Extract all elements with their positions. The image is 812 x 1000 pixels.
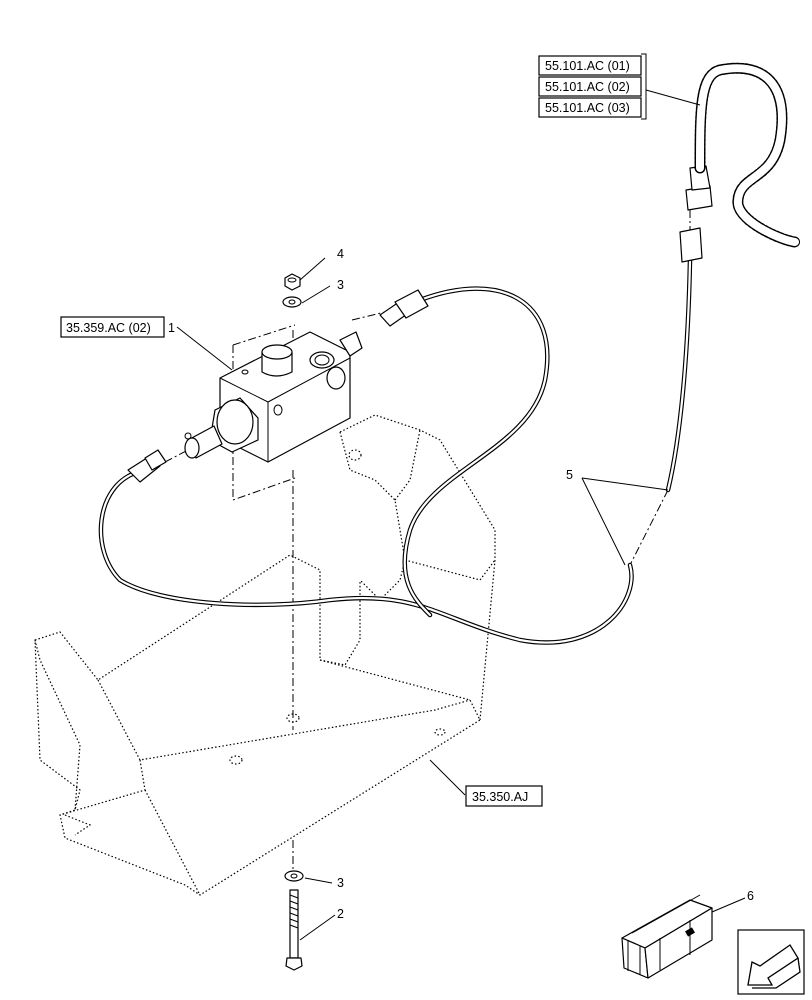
kit-box-icon <box>621 894 713 979</box>
ref-group-55-101[interactable]: 55.101.AC (01) 55.101.AC (02) 55.101.AC … <box>538 53 647 120</box>
washer-bottom <box>284 870 304 882</box>
ref-label-35-359[interactable]: 35.359.AC (02) <box>66 321 151 335</box>
arrow-left-down-icon[interactable] <box>737 929 805 995</box>
callout-5: 5 <box>566 468 573 482</box>
ref-box-55-101-03[interactable] <box>538 97 642 118</box>
ref-label-55-101-03[interactable]: 55.101.AC (03) <box>545 101 630 115</box>
callout-2: 2 <box>337 907 344 921</box>
nut-top <box>284 273 301 291</box>
callout-1: 1 <box>168 321 175 335</box>
ref-box-55-101-01[interactable] <box>538 55 642 76</box>
ref-label-35-350[interactable]: 35.350.AJ <box>472 790 528 804</box>
callout-3-top: 3 <box>337 278 344 292</box>
hose <box>694 62 801 248</box>
ref-box-35-350[interactable] <box>465 785 543 807</box>
callout-4: 4 <box>337 247 344 261</box>
bolt <box>285 889 303 971</box>
valve-block <box>184 331 363 463</box>
ref-box-35-359[interactable] <box>60 316 165 338</box>
callout-3-bottom: 3 <box>337 876 344 890</box>
washer-top <box>282 296 302 308</box>
ref-label-55-101-02[interactable]: 55.101.AC (02) <box>545 80 630 94</box>
ref-box-55-101-02[interactable] <box>538 76 642 97</box>
leader-lines <box>176 89 746 941</box>
center-lines <box>164 210 691 870</box>
callout-6: 6 <box>747 889 754 903</box>
ref-label-55-101-01[interactable]: 55.101.AC (01) <box>545 59 630 73</box>
mounting-bracket <box>34 414 496 896</box>
wiring-harness <box>98 165 713 645</box>
